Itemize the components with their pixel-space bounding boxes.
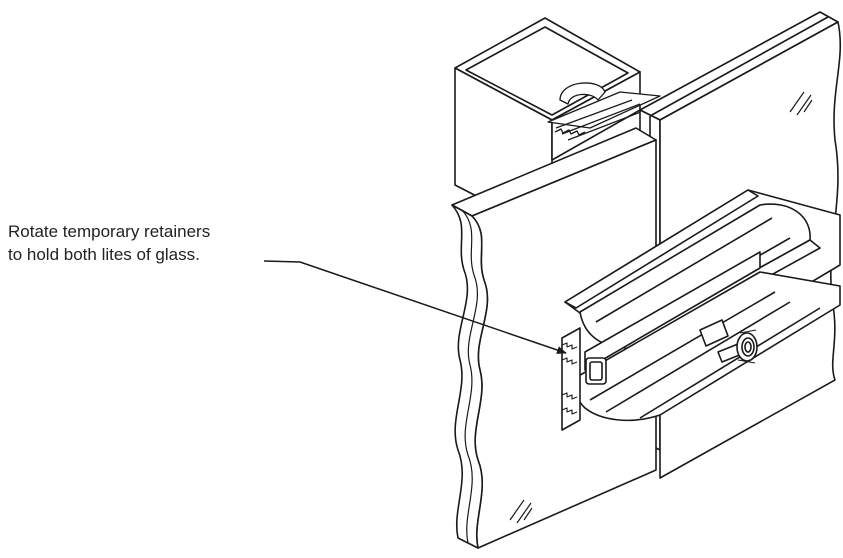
callout-text: Rotate temporary retainers to hold both … — [8, 220, 210, 266]
mullion-gaskets — [547, 82, 661, 141]
callout-line-2: to hold both lites of glass. — [8, 245, 200, 264]
temporary-retainer — [561, 189, 841, 431]
callout-line-1: Rotate temporary retainers — [8, 222, 211, 241]
leader-arrow — [263, 260, 567, 354]
